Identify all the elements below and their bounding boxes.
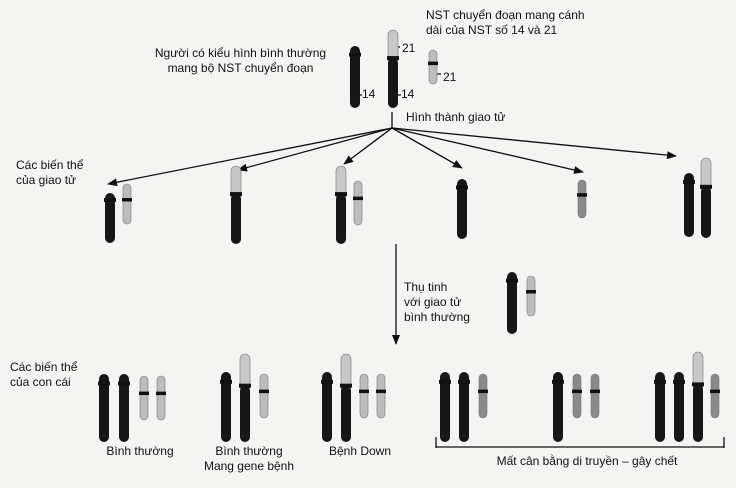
parent-chromosome-14 <box>349 46 361 108</box>
offspring2-chromosome-14 <box>220 372 232 442</box>
gamete-arrow-5 <box>391 127 584 174</box>
offspring5-chromosome-21b <box>590 373 600 419</box>
parent-chromosome-21 <box>428 49 438 85</box>
gamete1-chromosome-14 <box>104 193 116 243</box>
gamete-arrow-1 <box>107 127 393 187</box>
chromosome-14-label-a: 14 <box>362 87 376 101</box>
chromosomes-layer <box>98 29 720 442</box>
gamete6-chromosome-14 <box>683 173 695 237</box>
chromosome-21-label-a: 21 <box>402 41 416 55</box>
offspring5-chromosome-14 <box>552 372 564 442</box>
outcome-normal-label: Bình thường <box>106 444 174 458</box>
gamete-arrow-6 <box>391 127 677 160</box>
offspring2-chromosome-21 <box>259 373 269 419</box>
offspring1-chromosome-21a <box>139 375 149 421</box>
gamete6-translocation-chromosome <box>700 157 712 238</box>
offspring3-chromosome-21b <box>376 373 386 419</box>
offspring3-chromosome-14 <box>321 372 333 442</box>
gamete-formation-label: Hình thành giao tử <box>406 110 506 124</box>
normal-gamete-chromosome-14 <box>506 272 518 334</box>
offspring6-chromosome-21 <box>710 373 720 419</box>
offspring3-chromosome-21a <box>359 373 369 419</box>
offspring6-chromosome-14a <box>654 372 666 442</box>
gamete3-chromosome-21 <box>353 180 363 226</box>
gamete-arrow-4 <box>391 127 463 169</box>
offspring4-chromosome-14b <box>458 372 470 442</box>
gamete4-chromosome-14 <box>456 179 468 239</box>
offspring1-chromosome-14a <box>98 374 110 442</box>
gamete1-chromosome-21 <box>122 183 132 225</box>
normal-gamete-chromosome-21 <box>526 275 536 317</box>
outcome-down-label: Bệnh Down <box>328 444 392 458</box>
offspring4-chromosome-21 <box>478 373 488 419</box>
offspring5-chromosome-21a <box>572 373 582 419</box>
offspring6-chromosome-14b <box>673 372 685 442</box>
offspring6-translocation-chromosome <box>692 351 704 442</box>
chromosome-14-label-b: 14 <box>401 87 415 101</box>
gamete-arrow-3 <box>343 127 393 165</box>
offspring2-translocation-chromosome <box>239 353 251 442</box>
gamete2-translocation-chromosome <box>230 165 242 244</box>
gamete5-chromosome-21 <box>577 179 587 219</box>
offspring3-translocation-chromosome <box>340 353 352 442</box>
offspring1-chromosome-21b <box>156 375 166 421</box>
chromosome-21-label-b: 21 <box>443 70 457 84</box>
arrows-layer <box>107 46 725 448</box>
gamete-arrow-2 <box>237 127 393 172</box>
gamete3-translocation-chromosome <box>335 165 347 244</box>
offspring4-chromosome-14a <box>439 372 451 442</box>
outcome-lethal-label: Mất cân bằng di truyền – gây chết <box>496 454 678 468</box>
offspring1-chromosome-14b <box>118 374 130 442</box>
parent-translocation-chromosome <box>387 29 399 108</box>
